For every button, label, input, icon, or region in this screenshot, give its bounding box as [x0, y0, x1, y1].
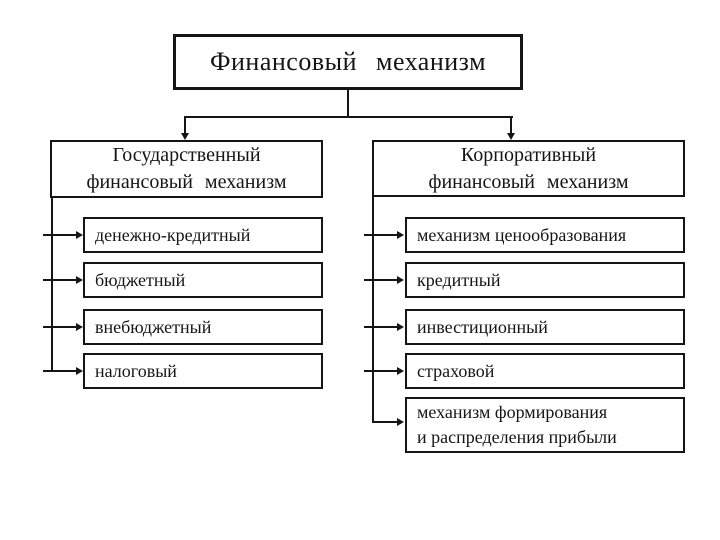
arrow-down-right-icon	[507, 133, 515, 140]
item-extrabudgetary: внебюджетный	[83, 309, 323, 345]
item-tax: налоговый	[83, 353, 323, 389]
item-pricing-mechanism: механизм ценообразования	[405, 217, 685, 253]
connector-split-bar	[184, 116, 513, 118]
arrow-right-left-item-3-icon	[76, 323, 83, 331]
item-budgetary-label: бюджетный	[95, 270, 186, 290]
connector-right-trunk	[372, 195, 374, 423]
connector-right-item-3	[364, 326, 398, 328]
connector-left-item-3	[43, 326, 77, 328]
item-tax-label: налоговый	[95, 361, 177, 381]
arrow-right-right-item-5-icon	[397, 418, 404, 426]
branch-header-corporate: Корпоративный финансовый механизм	[372, 140, 685, 197]
root-node-label: Финансовый механизм	[209, 47, 487, 76]
item-profit-formation-distribution-label: механизм формирования и распределения пр…	[417, 402, 617, 447]
item-credit: кредитный	[405, 262, 685, 298]
item-budgetary: бюджетный	[83, 262, 323, 298]
item-insurance: страховой	[405, 353, 685, 389]
item-credit-label: кредитный	[417, 270, 501, 290]
connector-right-item-5	[372, 421, 398, 423]
arrow-down-left-icon	[181, 133, 189, 140]
item-investment: инвестиционный	[405, 309, 685, 345]
branch-header-state: Государственный финансовый механизм	[50, 140, 323, 198]
item-extrabudgetary-label: внебюджетный	[95, 317, 212, 337]
connector-right-item-4	[364, 370, 398, 372]
item-pricing-mechanism-label: механизм ценообразования	[417, 225, 627, 245]
item-monetary-credit-label: денежно-кредитный	[95, 225, 251, 245]
connector-left-drop	[184, 116, 186, 133]
arrow-right-left-item-2-icon	[76, 276, 83, 284]
connector-root-stem	[347, 89, 349, 118]
arrow-right-left-item-1-icon	[76, 231, 83, 239]
item-investment-label: инвестиционный	[417, 317, 548, 337]
connector-left-item-1	[43, 234, 77, 236]
branch-header-corporate-label: Корпоративный финансовый механизм	[428, 143, 629, 193]
connector-right-item-2	[364, 279, 398, 281]
arrow-right-right-item-1-icon	[397, 231, 404, 239]
connector-right-item-1	[364, 234, 398, 236]
connector-left-item-4	[43, 370, 77, 372]
connector-left-trunk	[51, 196, 53, 372]
root-node-financial-mechanism: Финансовый механизм	[173, 34, 523, 90]
item-profit-formation-distribution: механизм формирования и распределения пр…	[405, 397, 685, 453]
item-monetary-credit: денежно-кредитный	[83, 217, 323, 253]
item-insurance-label: страховой	[417, 361, 495, 381]
branch-header-state-label: Государственный финансовый механизм	[86, 144, 287, 193]
connector-left-item-2	[43, 279, 77, 281]
arrow-right-right-item-3-icon	[397, 323, 404, 331]
arrow-right-right-item-4-icon	[397, 367, 404, 375]
arrow-right-left-item-4-icon	[76, 367, 83, 375]
connector-right-drop	[510, 116, 512, 133]
arrow-right-right-item-2-icon	[397, 276, 404, 284]
